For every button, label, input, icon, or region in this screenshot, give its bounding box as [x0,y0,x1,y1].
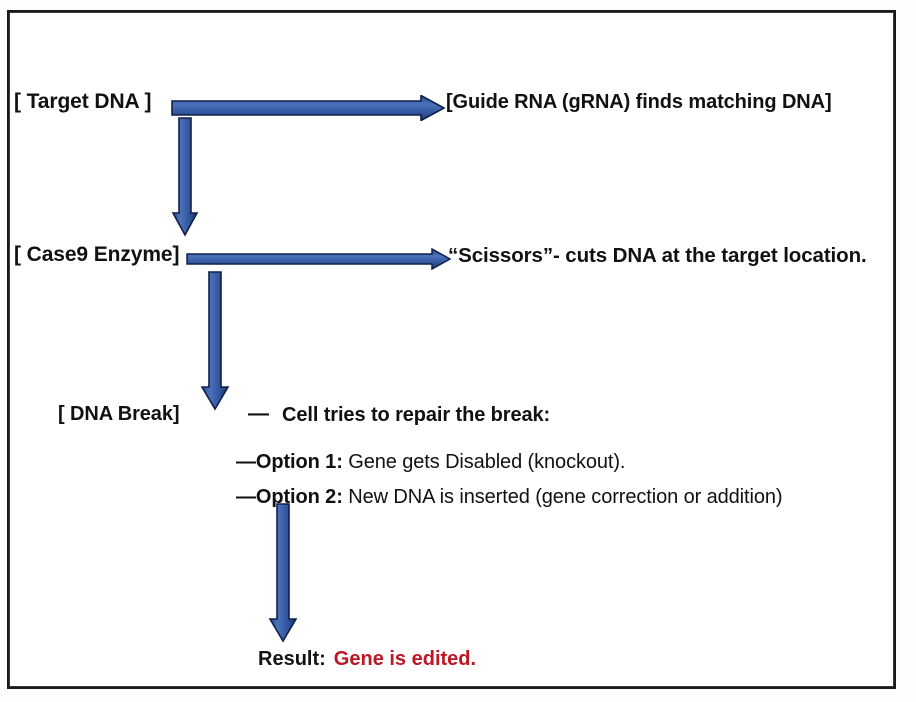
result-label: Result: [258,648,326,670]
result-row: Result: Gene is edited. [258,648,476,671]
diagram-frame: [ Target DNA ] [Guide RNA (gRNA) finds m… [7,10,896,689]
arrow-target-to-guide-icon [171,95,446,121]
option-1-label: Option 1: [255,451,343,473]
node-scissors: “Scissors”- cuts DNA at the target locat… [448,244,867,267]
node-repair: Cell tries to repair the break: [282,404,551,426]
repair-dash: — [248,402,269,425]
option-1-dash: — [236,451,256,473]
arrow-case9-to-break-icon [200,271,230,411]
option-2-text: New DNA is inserted (gene correction or … [342,486,783,508]
arrow-option2-to-result-icon [268,503,298,643]
node-dna-break: [ DNA Break] [58,403,180,425]
arrow-target-to-case9-icon [171,117,199,237]
node-case9-enzyme: [ Case9 Enzyme] [14,243,180,266]
option-1-text: Gene gets Disabled (knockout). [342,451,626,473]
node-guide-rna: [Guide RNA (gRNA) finds matching DNA] [446,91,832,113]
option-2-label: Option 2: [255,486,343,508]
option-2-dash: — [236,486,256,508]
result-value: Gene is edited. [333,648,477,670]
arrow-case9-to-scissors-icon [186,248,452,270]
node-target-dna: [ Target DNA ] [14,90,152,113]
option-1-row: —Option 1: Gene gets Disabled (knockout)… [236,451,625,474]
option-2-row: —Option 2: New DNA is inserted (gene cor… [236,486,783,509]
